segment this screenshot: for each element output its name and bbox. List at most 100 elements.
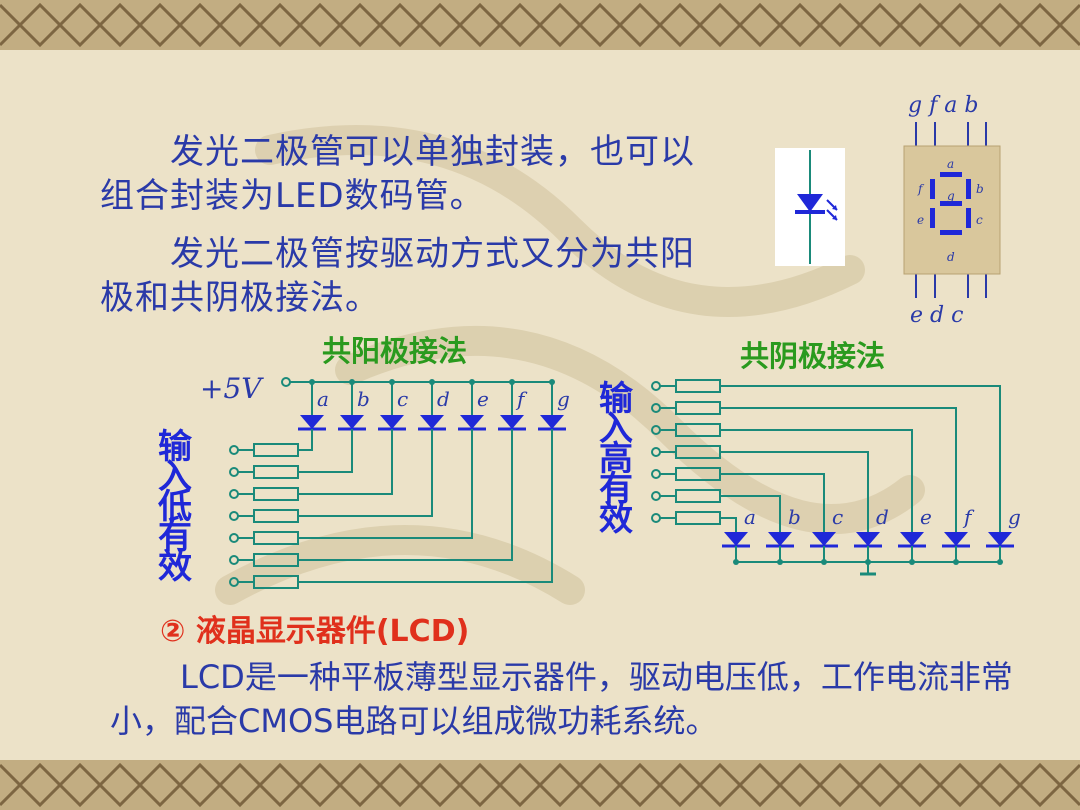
resistor: [675, 423, 721, 437]
resistor: [253, 465, 299, 479]
input-terminal: [651, 491, 661, 501]
paragraph-1: 发光二极管可以单独封装，也可以组合封装为LED数码管。: [100, 130, 720, 218]
resistor: [675, 489, 721, 503]
segment-wire: [298, 429, 353, 473]
input-terminal: [229, 511, 239, 521]
resistor: [675, 511, 721, 525]
voltage-label: +5V: [200, 372, 264, 405]
segment-wire: [298, 429, 553, 583]
diode-a: [300, 415, 324, 429]
cathode-input-label: 输入高有效: [596, 382, 636, 539]
diode-c: [380, 415, 404, 429]
segment-wire: [720, 451, 869, 532]
paragraph-1-text: 发光二极管可以单独封装，也可以组合封装为LED数码管。: [100, 132, 695, 216]
top-ornament-border: [0, 0, 1080, 50]
cathode-input-label-char: 高: [599, 439, 633, 479]
anode-caption: 共阳极接法: [322, 334, 468, 368]
segment-label-f: f: [515, 387, 528, 411]
seven-segment-display: g f a b a b c d e f g e d c: [903, 93, 1001, 328]
diode-c: [812, 532, 836, 546]
cathode-input-label-char: 效: [599, 499, 633, 539]
segment-wire: [298, 429, 393, 495]
cathode-input-label-char: 入: [599, 409, 633, 449]
segment-label-c: c: [832, 505, 843, 529]
anode-input-label-char: 低: [158, 487, 192, 527]
anode-input-label-char: 输: [158, 427, 192, 467]
segment-wire: [720, 385, 1001, 532]
cathode-input-label-char: 有: [599, 469, 633, 509]
anode-input-label-char: 有: [158, 517, 192, 557]
seg-label-a: a: [947, 157, 954, 171]
resistor: [253, 575, 299, 589]
ornament-pattern: [0, 762, 1080, 808]
input-terminal: [651, 447, 661, 457]
segment-label-e: e: [477, 387, 489, 411]
bottom-pin-labels: e d c: [910, 303, 963, 328]
seg-label-e: e: [917, 213, 924, 227]
segment-label-g: g: [1008, 505, 1021, 529]
segment-wire: [298, 429, 473, 539]
input-terminal: [651, 381, 661, 391]
diode-d: [420, 415, 444, 429]
resistor: [253, 487, 299, 501]
segment-label-g: g: [557, 387, 570, 411]
input-terminal: [651, 513, 661, 523]
bottom-ornament-border: [0, 760, 1080, 810]
segment-wire: [720, 473, 825, 532]
lcd-heading: ② 液晶显示器件(LCD): [160, 614, 470, 649]
segment-wire: [720, 495, 781, 532]
segment-wire: [298, 429, 433, 517]
segment-wire: [720, 407, 957, 532]
common-cathode-circuit: a b c d e f g: [651, 379, 1021, 576]
paragraph-2: 发光二极管按驱动方式又分为共阳极和共阴极接法。: [100, 232, 720, 320]
resistor: [675, 445, 721, 459]
segment-wire: [298, 429, 513, 561]
diode-b: [768, 532, 792, 546]
resistor: [675, 379, 721, 393]
resistor: [253, 553, 299, 567]
segment-label-d: d: [876, 505, 889, 529]
input-terminal: [229, 555, 239, 565]
diode-f: [944, 532, 968, 546]
diode-e: [460, 415, 484, 429]
anode-input-label-char: 入: [158, 457, 192, 497]
anode-input-label: 输入低有效: [155, 427, 195, 587]
segment-label-e: e: [920, 505, 932, 529]
input-terminal: [229, 533, 239, 543]
ornament-pattern: [0, 2, 1080, 48]
diode-f: [500, 415, 524, 429]
input-terminal: [651, 425, 661, 435]
diode-d: [856, 532, 880, 546]
paragraph-2-text: 发光二极管按驱动方式又分为共阳极和共阴极接法。: [100, 234, 695, 318]
input-terminal: [651, 403, 661, 413]
segment-label-b: b: [357, 387, 370, 411]
segment-label-b: b: [788, 505, 801, 529]
vcc-terminal: [281, 377, 291, 387]
top-pin-labels: g f a b: [908, 93, 978, 118]
segment-wire: [720, 429, 913, 532]
seg-label-f: f: [917, 182, 925, 196]
resistor: [253, 443, 299, 457]
input-terminal: [229, 577, 239, 587]
seg-label-g: g: [947, 189, 955, 203]
diode-b: [340, 415, 364, 429]
seg-label-c: c: [976, 213, 983, 227]
diode-g: [988, 532, 1012, 546]
anode-input-label-char: 效: [158, 547, 192, 587]
lcd-paragraph-text: LCD是一种平板薄型显示器件，驱动电压低，工作电流非常小，配合CMOS电路可以组…: [110, 658, 1013, 740]
seg-label-b: b: [976, 182, 984, 196]
segment-label-a: a: [744, 505, 756, 529]
segment-label-a: a: [317, 387, 329, 411]
diode-g: [540, 415, 564, 429]
segment-label-c: c: [397, 387, 408, 411]
input-terminal: [651, 469, 661, 479]
segment-label-d: d: [437, 387, 450, 411]
resistor: [675, 467, 721, 481]
led-symbol: [775, 148, 845, 266]
segment-wire: [720, 517, 737, 532]
segment-label-f: f: [962, 505, 975, 529]
segment-wire: [298, 429, 313, 451]
cathode-caption: 共阴极接法: [740, 339, 886, 373]
common-anode-circuit: +5V a b c d e f g: [200, 372, 570, 589]
input-terminal: [229, 489, 239, 499]
